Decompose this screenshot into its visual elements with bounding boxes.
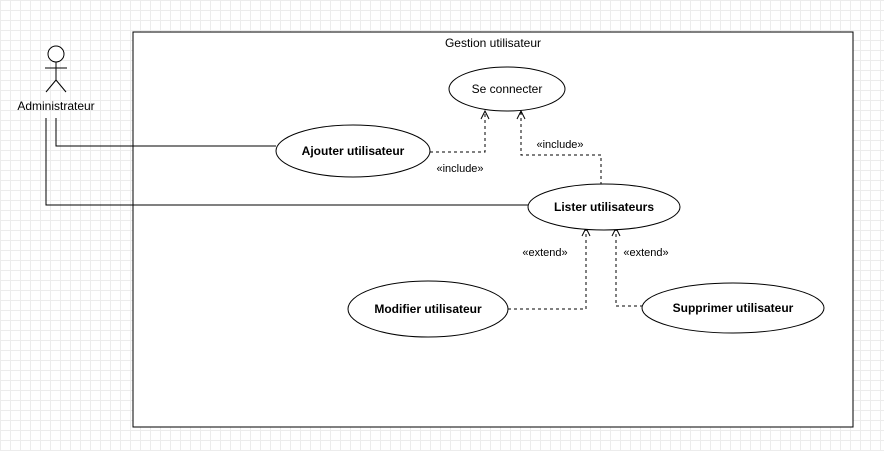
extend-supprimer-lister-line [615,228,643,307]
include-lister-connecter-line [520,111,602,185]
actor-administrateur [45,45,67,93]
actor-left-leg [45,79,57,93]
use-case-modifier-utilisateur[interactable]: Modifier utilisateur [347,280,509,338]
use-case-supprimer-shape[interactable] [641,282,825,334]
use-case-ajouter-label: Ajouter utilisateur [302,144,405,158]
extend-modifier-label: «extend» [522,247,567,259]
use-case-modifier-label: Modifier utilisateur [374,302,482,316]
use-case-modifier-shape[interactable] [347,280,509,338]
use-case-se-connecter[interactable]: Se connecter [448,66,566,112]
use-case-supprimer-label: Supprimer utilisateur [673,301,794,315]
use-case-lister-shape[interactable] [527,183,681,231]
system-title: Gestion utilisateur [445,36,541,50]
actor-label: Administrateur [17,99,94,113]
use-case-supprimer-utilisateur[interactable]: Supprimer utilisateur [641,282,825,334]
use-case-lister-utilisateurs[interactable]: Lister utilisateurs [527,183,681,231]
include-ajouter-label: «include» [436,163,483,175]
include-ajouter-connecter-line [430,111,486,153]
extend-modifier-lister-line [508,228,587,310]
use-case-se-connecter-label: Se connecter [472,82,543,96]
actor-right-leg [55,79,67,93]
extend-supprimer-label: «extend» [623,247,668,259]
use-case-lister-label: Lister utilisateurs [554,200,654,214]
association-lister [45,118,528,206]
use-case-ajouter-shape[interactable] [275,124,431,178]
include-lister-arrowhead [516,109,526,120]
include-ajouter-arrowhead [480,109,490,120]
actor-head [47,45,65,63]
use-case-se-connecter-shape[interactable] [448,66,566,112]
association-ajouter [55,118,276,147]
include-lister-label: «include» [536,139,583,151]
use-case-ajouter-utilisateur[interactable]: Ajouter utilisateur [275,124,431,178]
